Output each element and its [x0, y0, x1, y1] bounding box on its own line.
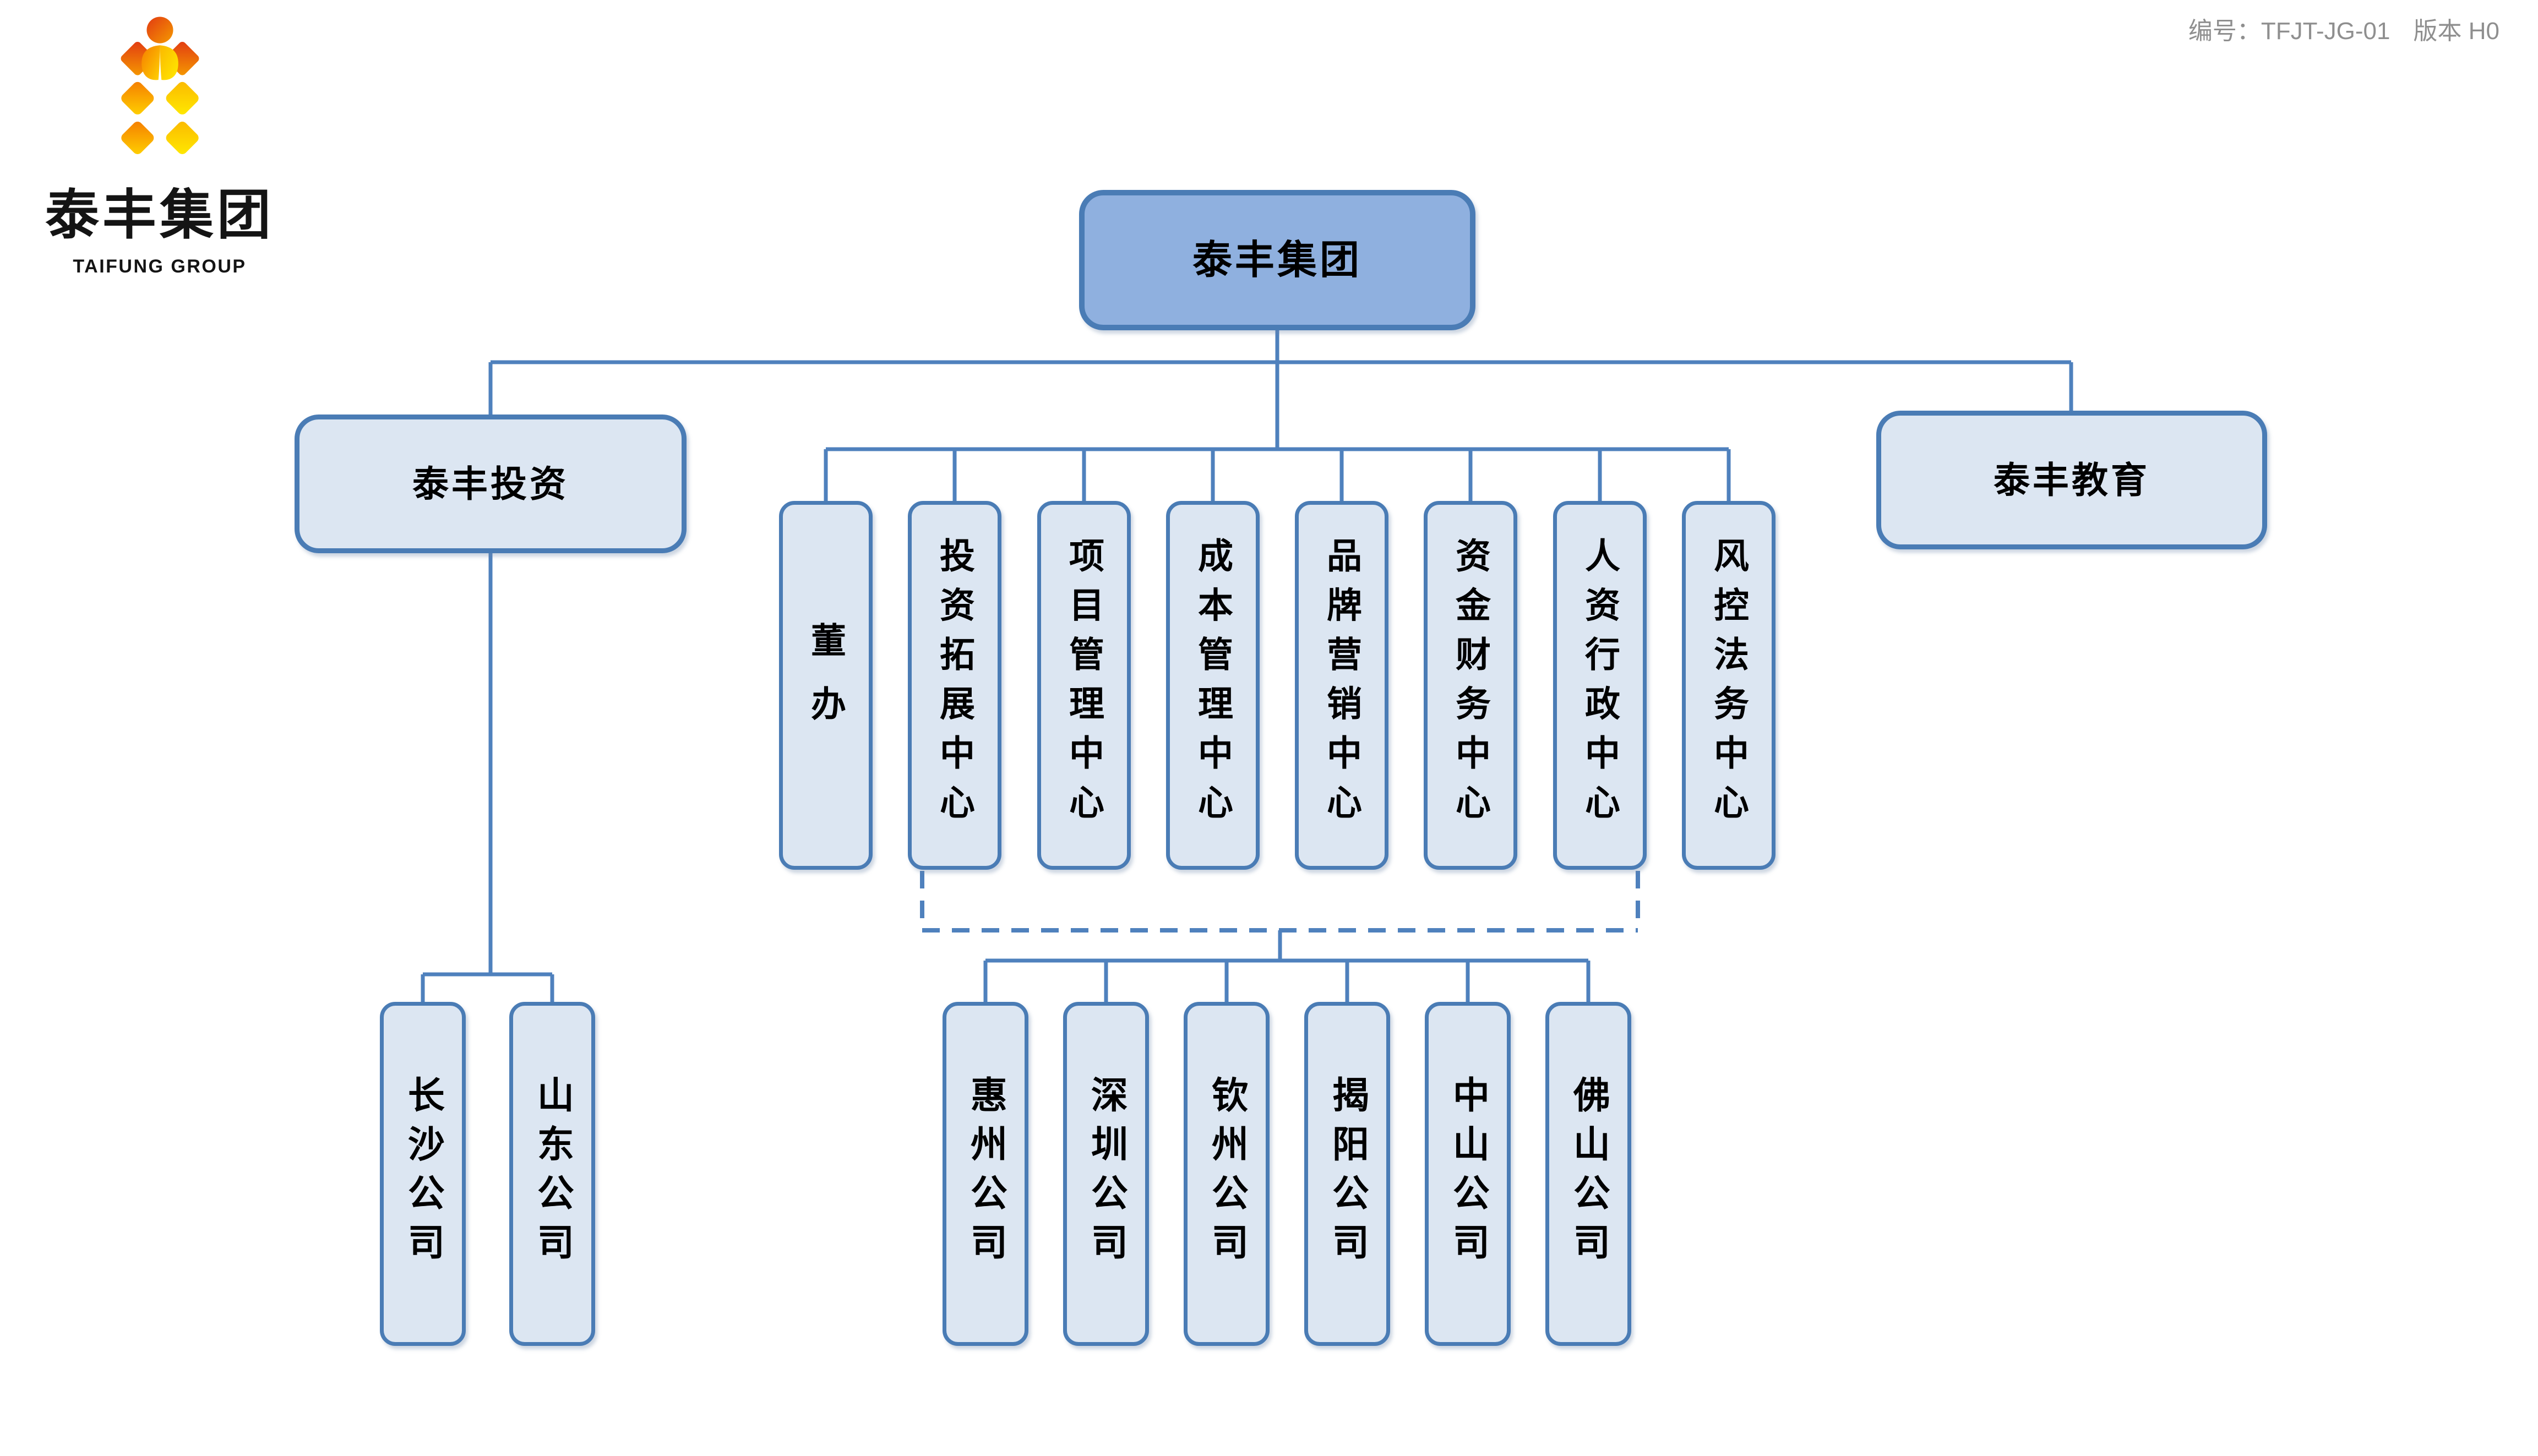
doc-code-text: 编号：TFJT-JG-01	[2188, 18, 2390, 45]
org-node-investment-branch: 泰丰投资	[295, 415, 687, 553]
org-node-company: 揭阳公司	[1304, 1002, 1390, 1346]
org-node-label: 泰丰投资	[412, 463, 569, 504]
org-node-dept: 风控法务中心	[1682, 501, 1775, 870]
org-node-label: 泰丰集团	[1192, 238, 1362, 282]
org-node-company: 中山公司	[1425, 1002, 1511, 1346]
org-node-label: 佛山公司	[1567, 1076, 1609, 1272]
org-node-label: 品牌营销中心	[1322, 537, 1361, 833]
org-node-label: 惠州公司	[965, 1076, 1006, 1272]
document-code: 编号：TFJT-JG-01 版本 H0	[2188, 11, 2499, 46]
org-node-company: 长沙公司	[380, 1002, 466, 1346]
doc-version-text: 版本 H0	[2413, 18, 2499, 45]
org-node-education-branch: 泰丰教育	[1876, 411, 2267, 549]
org-node-label: 长沙公司	[402, 1076, 444, 1272]
org-node-dept: 成本管理中心	[1166, 501, 1260, 870]
org-node-dept: 项目管理中心	[1037, 501, 1131, 870]
org-node-company: 钦州公司	[1184, 1002, 1270, 1346]
logo-subtitle: TAIFUNG GROUP	[73, 256, 247, 277]
org-node-dept: 品牌营销中心	[1295, 501, 1388, 870]
org-node-label: 人资行政中心	[1580, 537, 1620, 833]
org-node-label: 深圳公司	[1085, 1076, 1127, 1272]
org-node-label: 揭阳公司	[1326, 1076, 1368, 1272]
org-node-label: 泰丰教育	[1994, 459, 2150, 500]
org-node-dept: 资金财务中心	[1424, 501, 1517, 870]
org-node-dept: 投资拓展中心	[908, 501, 1001, 870]
logo-title: 泰丰集团	[45, 184, 274, 245]
org-node-label: 项目管理中心	[1064, 537, 1104, 833]
org-node-dept: 董办	[779, 501, 873, 870]
org-node-label: 投资拓展中心	[935, 537, 974, 833]
org-node-label: 钦州公司	[1206, 1076, 1248, 1272]
wheat-sheaf-icon	[121, 17, 199, 154]
org-node-company: 山东公司	[509, 1002, 595, 1346]
org-node-label: 成本管理中心	[1193, 537, 1233, 833]
org-node-company: 佛山公司	[1545, 1002, 1631, 1346]
org-node-root: 泰丰集团	[1079, 190, 1475, 330]
org-node-company: 惠州公司	[943, 1002, 1028, 1346]
org-node-label: 风控法务中心	[1709, 537, 1749, 833]
org-node-label: 山东公司	[531, 1076, 573, 1272]
org-node-label: 董办	[806, 621, 846, 749]
logo: 泰丰集团 TAIFUNG GROUP	[30, 14, 289, 277]
org-node-dept: 人资行政中心	[1553, 501, 1647, 870]
org-node-company: 深圳公司	[1063, 1002, 1149, 1346]
org-node-label: 中山公司	[1447, 1076, 1489, 1272]
org-node-label: 资金财务中心	[1451, 537, 1490, 833]
